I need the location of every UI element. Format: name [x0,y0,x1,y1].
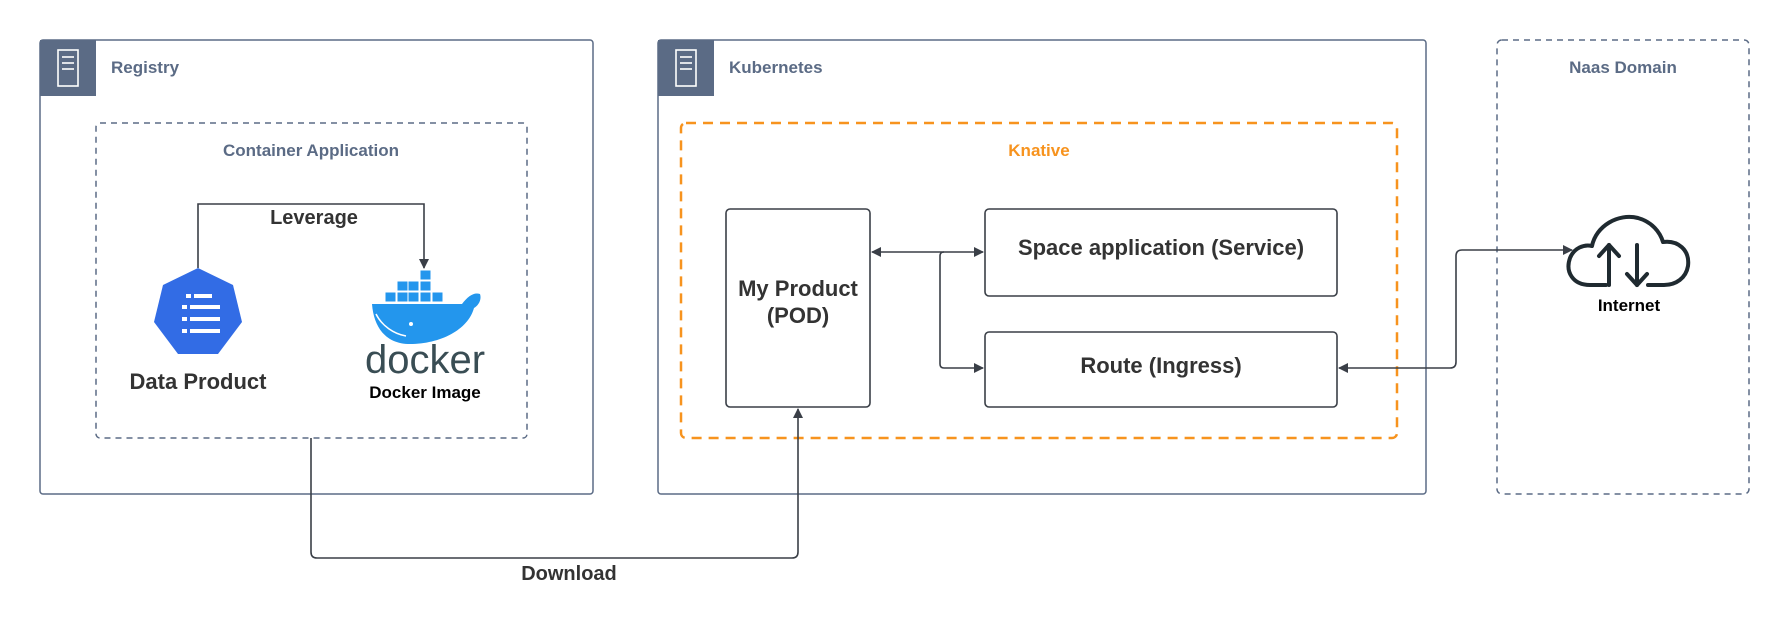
leverage-label: Leverage [270,207,358,229]
server-icon [675,49,697,87]
my-product-pod-node [725,208,871,408]
knative-title: Knative [1008,141,1069,160]
docker-image-label: Docker Image [369,383,481,402]
leverage-edge [197,203,429,269]
docker-whale-icon [372,269,481,344]
route-ingress-node [984,331,1338,408]
knative-group [679,121,1399,440]
route-label: Route (Ingress) [1080,353,1241,378]
download-edge [310,408,803,559]
registry-group: Registry Container Application Data Prod… [39,39,594,495]
data-product-label: Data Product [130,369,268,394]
docker-wordmark: docker [365,338,485,382]
cloud-upload-download-icon [1566,214,1691,287]
kubernetes-group: Kubernetes Knative My Product (POD) Spac… [657,39,1427,495]
registry-title: Registry [111,58,180,77]
naas-domain-group: Naas Domain Internet [1496,39,1750,495]
kubernetes-heptagon-icon [154,268,242,354]
server-icon [57,49,79,87]
download-label: Download [521,563,617,585]
space-application-label: Space application (Service) [1018,235,1304,260]
my-product-label-line2: (POD) [767,303,829,328]
naas-domain-title: Naas Domain [1569,58,1677,77]
space-application-service-node [984,208,1338,297]
my-product-label-line1: My Product [738,276,858,301]
internet-label: Internet [1598,296,1661,315]
container-application-group [95,122,528,439]
kubernetes-title: Kubernetes [729,58,823,77]
container-application-title: Container Application [223,141,399,160]
route-internet-edge [1338,245,1573,373]
pod-route-edge [939,251,984,373]
